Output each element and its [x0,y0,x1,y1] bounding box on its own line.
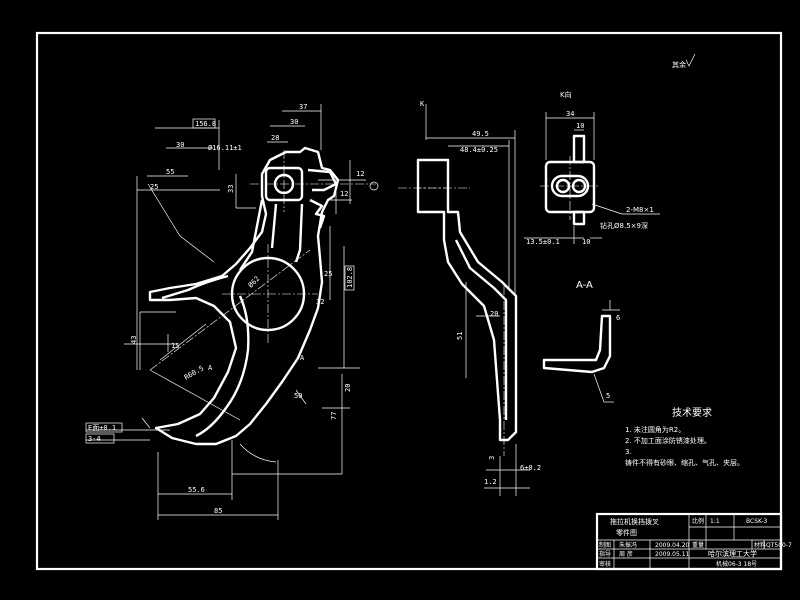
tech-requirements: 技术要求 1. 未注圆角为R2。 2. 不加工面涂防锈漆处理。 3. 铸件不得有… [625,406,744,467]
dim-12b: 12 [340,190,348,198]
hole-note: 2-M8×1 [626,206,654,214]
arm-inner [270,203,278,249]
tech-req-item-3: 3. [625,448,632,456]
roughness-symbol: 其余 [672,53,696,69]
dim-10: 10 [576,122,584,130]
view-k-label: K向 [560,90,572,99]
section-a-a-label: A-A [576,280,593,291]
side-view-inner [454,239,508,420]
tb-scale-label: 比例 [692,517,704,525]
arm-left [239,199,264,271]
tb-row2-name: 周 彦 [619,550,633,558]
dim-48-4: 48.4±0.25 [460,146,498,154]
dim-5: 5 [606,392,610,400]
k-view-bottom [572,210,586,226]
tech-req-title: 技术要求 [672,406,712,419]
tb-material: QT500-7 [766,542,792,549]
dim-r60-5: R60.5 [183,364,205,381]
title-block: 拖拉机换挡拨叉 零件图 比例 1:1 BCSK-3 重量 材料 QT500-7 … [595,512,792,571]
centerline-symbol [369,181,379,191]
dim-55-6: 55.6 [188,486,205,494]
fork-outer-arc [161,274,229,300]
dim-33: 33 [227,185,235,193]
dim-1-2: 1.2 [484,478,497,486]
tb-scale: 1:1 [710,518,720,525]
dim-51: 51 [456,332,464,340]
dim-3-4: 3-4 [88,435,101,443]
dim-phi16: Ø16.11±1 [208,144,242,152]
dim-77: 77 [330,412,338,420]
tb-row2-date: 2009.05.11 [655,551,690,558]
tb-part-name: 拖拉机换挡拨叉 [610,517,659,526]
view-k-arrow: K [420,100,425,108]
tb-drawing-no: BCSK-3 [746,518,767,525]
tb-row1-name: 朱振冯 [619,541,637,549]
arrow-a-bottom: A [300,354,305,362]
dim-49-5: 49.5 [472,130,489,138]
section-a-a: A-A 6 5 [542,280,620,403]
dim-15: 15 [171,342,179,350]
dim-3: 3 [488,456,496,460]
dim-156-8: 156.8 [195,120,216,128]
tb-row1-label: 制图 [599,541,611,549]
dim-30a: 30 [290,118,298,126]
dim-43: 43 [130,336,138,344]
k-view: K向 34 10 13.5±0.1 10 2-M8×1 钻孔Ø8.5×9深 [524,90,660,246]
section-profile [542,314,612,374]
tb-row2-label: 指导 [599,550,611,558]
dim-34: 34 [566,110,574,118]
section-dims [593,300,620,403]
dim-e-rail: E面±0.1 [88,424,116,432]
dim-55: 55 [166,168,174,176]
lug-teeth [309,198,326,229]
tb-row3-label: 审核 [599,560,611,568]
k-view-dims [524,112,660,244]
k-view-top [572,134,586,164]
side-view-outline [416,158,518,442]
drawing-border [35,31,783,571]
dim-6: 6±0.2 [520,464,541,472]
tb-weight-label: 重量 [692,541,704,549]
fork-inner-arc [195,295,250,438]
tech-req-item-2: 2. 不加工面涂防锈漆处理。 [625,436,711,445]
fork-body-outline [148,146,340,446]
centerline-fork [149,249,311,371]
dim-28: 28 [271,134,279,142]
tb-class: 机械06-3 18号 [716,560,757,568]
dim-10b: 10 [582,238,590,246]
side-view: K 49.5 48.4±0.25 20 51 1.2 6±0.2 3 [398,100,541,496]
dim-50: 50 [294,392,302,400]
roughness-label: 其余 [672,60,686,69]
tb-material-label: 材料 [754,541,766,549]
dim-85: 85 [214,507,222,515]
tb-row1-date: 2009.04.20 [655,542,690,549]
front-view: 37 30 28 30 55 25 156.8 Ø16.11±1 33 12 1… [85,103,379,520]
dim-25c: 25 [324,270,332,278]
tb-school: 哈尔滨理工大学 [708,549,757,558]
side-dimension-lines [425,104,530,496]
dim-6b: 6 [616,314,620,322]
arrow-a-top: A [208,364,213,372]
arm-right [294,203,304,263]
dim-102-8: 102.8 [346,267,354,288]
tb-drawing-type: 零件图 [616,528,637,537]
dim-32: 32 [316,298,324,306]
tech-req-item-1: 1. 未注圆角为R2。 [625,425,685,434]
tech-req-item-4: 铸件不得有砂眼、缩孔、气孔、夹层。 [625,458,744,467]
dim-13-5: 13.5±0.1 [526,238,560,246]
hole-depth-note: 钻孔Ø8.5×9深 [600,221,648,230]
front-dimension-lines [86,104,366,520]
dim-20b: 20 [490,310,498,318]
dim-37: 37 [299,103,307,111]
dim-12a: 12 [356,170,364,178]
dim-30b: 30 [176,141,184,149]
dim-phi62: Ø62 [247,275,262,290]
dim-25: 25 [150,183,158,191]
dim-20: 20 [344,384,352,392]
